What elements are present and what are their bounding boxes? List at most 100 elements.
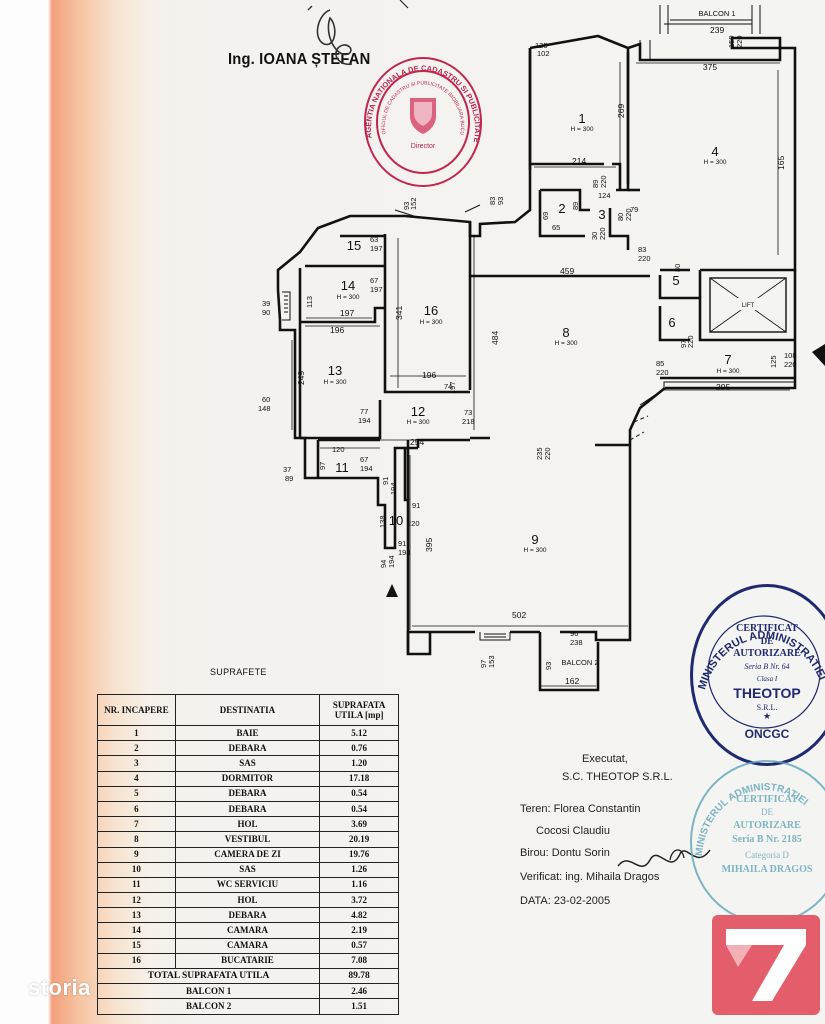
svg-text:220: 220: [656, 368, 669, 377]
room-destination-cell: DEBARA: [174, 785, 321, 802]
room-destination-cell: BUCATARIE: [174, 952, 321, 970]
room-destination-cell: HOL: [174, 816, 321, 833]
room-6-number: 6: [668, 315, 675, 330]
room-number-cell: 11: [97, 876, 176, 894]
total-area-cell: 89.78: [319, 967, 399, 985]
svg-text:235: 235: [535, 447, 544, 460]
total-label-cell: TOTAL SUPRAFATA UTILA: [96, 967, 321, 985]
svg-text:196: 196: [422, 370, 436, 380]
room-14-height: H = 300: [337, 294, 360, 301]
svg-text:97: 97: [318, 462, 327, 470]
svg-text:83: 83: [638, 245, 646, 254]
svg-text:254: 254: [410, 437, 424, 447]
room-area-cell: 20.19: [319, 831, 399, 848]
room-destination-cell: HOL: [174, 892, 321, 909]
room-15-number: 15: [347, 238, 361, 253]
room-area-cell: 19.76: [319, 846, 399, 863]
svg-text:80: 80: [616, 213, 625, 221]
room-number-cell: 2: [97, 740, 176, 757]
svg-text:97: 97: [479, 660, 488, 668]
room-12-height: H = 300: [407, 419, 430, 426]
balcon-1-label: BALCON 1: [698, 9, 735, 18]
room-area-cell: 5.12: [319, 724, 399, 742]
svg-text:85: 85: [656, 359, 664, 368]
svg-text:93: 93: [402, 202, 411, 210]
dimension-labels: 239 375 125 102 150 220 269 165 214 89 2…: [258, 25, 797, 686]
svg-text:148: 148: [258, 404, 271, 413]
svg-text:67: 67: [360, 455, 368, 464]
surfaces-title: SUPRAFETE: [210, 667, 267, 677]
svg-text:375: 375: [703, 62, 717, 72]
svg-text:120: 120: [332, 445, 345, 454]
svg-text:197: 197: [448, 381, 457, 394]
room-9-number: 9: [531, 532, 538, 547]
entrance-arrow-icon: [812, 344, 825, 366]
lift-label: LIFT: [742, 303, 755, 309]
room-destination-cell: BAIE: [174, 724, 321, 742]
svg-text:79: 79: [630, 205, 638, 214]
room-8-height: H = 300: [555, 340, 578, 347]
teren-line-2: Cocosi Claudiu: [536, 825, 610, 837]
room-destination-cell: CAMARA: [174, 922, 321, 939]
room-area-cell: 1.16: [319, 876, 399, 894]
room-7-height: H = 300: [717, 368, 740, 375]
svg-text:295: 295: [716, 382, 730, 392]
room-area-cell: 2.19: [319, 922, 399, 939]
svg-text:194: 194: [387, 555, 396, 568]
room-3-number: 3: [598, 207, 605, 222]
svg-text:89: 89: [591, 180, 600, 188]
company-name: S.C. THEOTOP S.R.L.: [562, 771, 673, 783]
room-number-cell: 5: [97, 785, 176, 802]
svg-text:30: 30: [590, 232, 599, 240]
executat-label: Executat,: [582, 753, 628, 765]
svg-text:239: 239: [710, 25, 724, 35]
room-12-number: 12: [411, 404, 425, 419]
svg-text:220: 220: [543, 447, 552, 460]
birou-line: Birou: Dontu Sorin: [520, 847, 610, 859]
room-destination-cell: DEBARA: [174, 800, 321, 818]
svg-text:69: 69: [541, 212, 550, 220]
room-number-cell: 15: [97, 937, 176, 954]
svg-text:125: 125: [769, 355, 778, 368]
svg-text:194: 194: [360, 464, 373, 473]
lift-shaft: LIFT: [709, 277, 787, 333]
svg-text:220: 220: [638, 254, 651, 263]
svg-text:484: 484: [490, 331, 500, 345]
room-number-cell: 12: [97, 892, 176, 909]
svg-text:194: 194: [389, 482, 398, 495]
svg-text:96: 96: [570, 629, 578, 638]
svg-text:108: 108: [784, 351, 797, 360]
storia-logo-icon: [712, 915, 820, 1015]
svg-text:94: 94: [379, 560, 388, 568]
room-destination-cell: WC SERVICIU: [174, 876, 321, 894]
room-area-cell: 0.54: [319, 785, 399, 802]
svg-text:249: 249: [296, 371, 306, 385]
room-area-cell: 17.18: [319, 770, 399, 787]
balcony-label-cell: BALCON 1: [96, 983, 321, 1000]
svg-text:502: 502: [512, 610, 526, 620]
svg-text:395: 395: [424, 538, 434, 552]
room-1-number: 1: [578, 111, 585, 126]
room-destination-cell: DEBARA: [174, 907, 321, 924]
svg-text:39: 39: [262, 299, 270, 308]
room-number-cell: 1: [97, 724, 176, 742]
surfaces-table: NR. INCAPERE DESTINATIA SUPRAFATA UTILA …: [96, 694, 399, 1015]
room-number-cell: 9: [97, 846, 176, 863]
balcon-2-label: BALCON 2: [561, 658, 598, 667]
room-destination-cell: CAMERA DE ZI: [174, 846, 321, 863]
svg-text:91: 91: [398, 539, 406, 548]
balcony-area-cell: 1.51: [319, 998, 399, 1015]
authorization-stamp-faint: MINISTERUL ADMINISTRATIEI CERTIFICAT DE …: [690, 760, 825, 924]
room-area-cell: 7.08: [319, 952, 399, 970]
svg-text:93: 93: [544, 662, 553, 670]
